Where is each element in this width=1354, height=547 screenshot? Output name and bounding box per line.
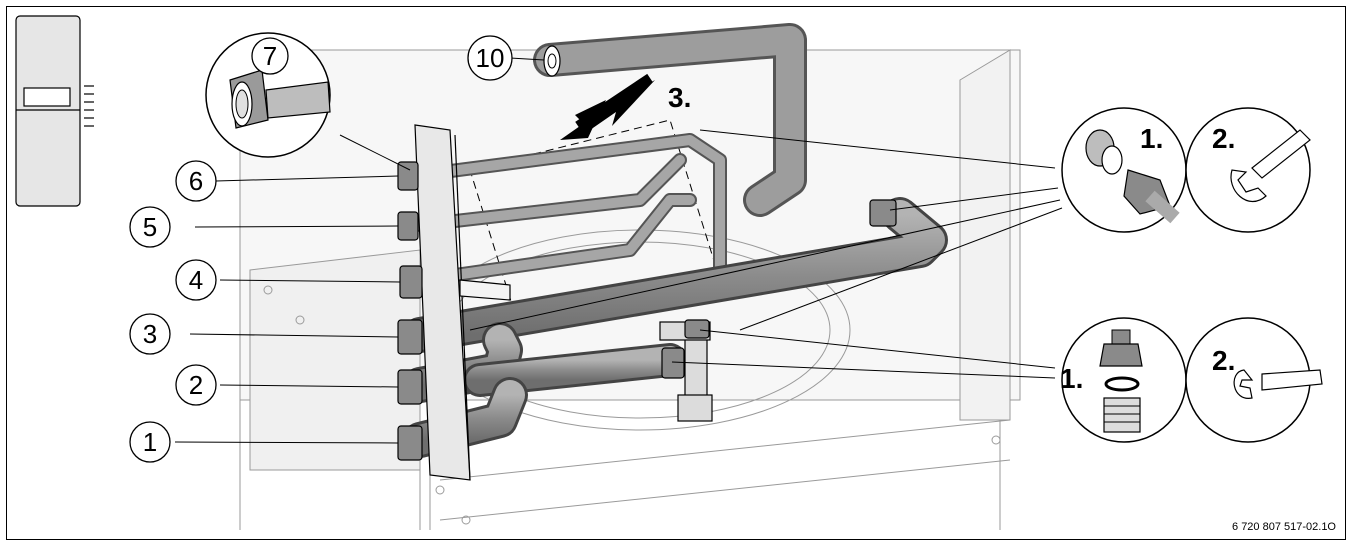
callout-7: 7 [251,37,289,75]
callout-1-label: 1 [143,427,157,457]
callout-6: 6 [175,160,217,202]
step-top-1-label: 1. [1140,123,1163,154]
removal-arrow-icon [560,73,655,140]
callout-3-label: 3 [143,319,157,349]
step-bottom-1-label: 1. [1060,363,1083,394]
callout-4-label: 4 [189,265,203,295]
step-top-2-label: 2. [1212,123,1235,154]
step-3-label: 3. [668,82,691,113]
callout-1: 1 [129,421,171,463]
callout-3: 3 [129,313,171,355]
detail-top-wrench [1185,107,1311,233]
callout-4: 4 [175,259,217,301]
appliance-thumbnail-icon [15,15,94,207]
fitting-nuts [397,161,423,461]
callout-leaders [174,57,1063,444]
callout-10: 10 [467,35,513,81]
callout-5: 5 [129,206,171,248]
pipe-10 [533,23,807,217]
callout-5-label: 5 [143,212,157,242]
mounting-bracket [414,124,511,481]
drain-connector [659,321,713,422]
right-fitting [661,199,897,379]
callout-10-label: 10 [476,43,505,73]
diagram-frame [6,6,1346,540]
callout-6-label: 6 [189,166,203,196]
callout-7-label: 7 [263,41,277,71]
detail-bottom-union [1061,317,1187,443]
detail-top-union [1061,107,1187,233]
figure-id: 6 720 807 517-02.1O [1232,521,1336,533]
back-pipes [413,133,727,297]
detail-nut-closeup [205,32,331,158]
callout-2-label: 2 [189,370,203,400]
step-bottom-2-label: 2. [1212,345,1235,376]
callout-2: 2 [175,364,217,406]
removal-outline [469,119,721,331]
detail-bottom-wrench [1185,317,1323,443]
